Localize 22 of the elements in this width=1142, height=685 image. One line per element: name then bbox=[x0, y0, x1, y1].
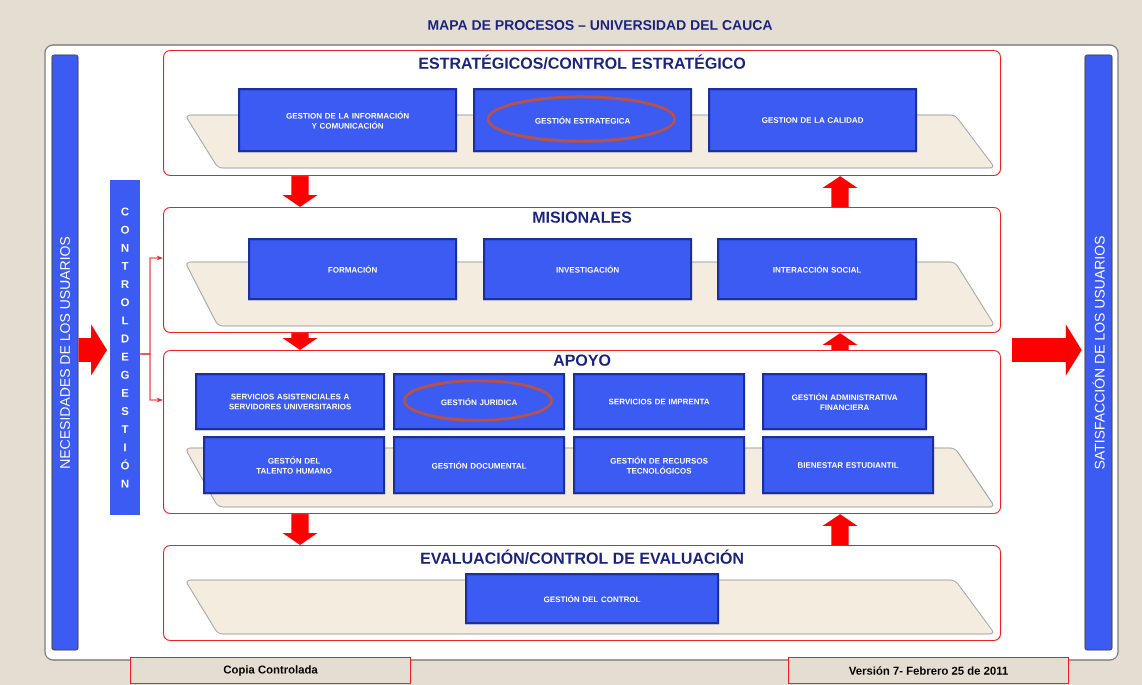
process-box: SERVICIOS ASISTENCIALES A SERVIDORES UNIVERSITARIOS bbox=[195, 373, 386, 431]
side-bar: SATISFACCIÓN DE LOS USUARIOS bbox=[1084, 54, 1113, 651]
control-column: C O N T R O L D E G E S T I Ó N bbox=[110, 180, 140, 515]
process-box: FORMACIÓN bbox=[248, 238, 458, 301]
process-box: INTERACCIÓN SOCIAL bbox=[717, 238, 918, 301]
process-box: GESTION DE LA CALIDAD bbox=[708, 88, 918, 153]
process-box: GESTIÓN JURIDICA bbox=[393, 373, 566, 431]
process-box: INVESTIGACIÓN bbox=[483, 238, 693, 301]
process-box: GESTÓN DEL TALENTO HUMANO bbox=[203, 436, 386, 495]
process-box: GESTIÓN DE RECURSOS TECNOLÓGICOS bbox=[573, 436, 746, 495]
footer-box: Copia Controlada bbox=[130, 657, 412, 685]
process-box: GESTIÓN ADMINISTRATIVA FINANCIERA bbox=[762, 373, 928, 431]
process-box: GESTIÓN DEL CONTROL bbox=[465, 573, 720, 625]
process-box: GESTIÓN ESTRATEGICA bbox=[473, 88, 693, 153]
title: MAPA DE PROCESOS – UNIVERSIDAD DEL CAUCA bbox=[428, 20, 773, 30]
side-bar: NECESIDADES DE LOS USUARIOS bbox=[51, 54, 79, 651]
footer-box: Versión 7- Febrero 25 de 2011 bbox=[788, 657, 1070, 685]
process-box: SERVICIOS DE IMPRENTA bbox=[573, 373, 746, 431]
process-box: GESTIÓN DOCUMENTAL bbox=[393, 436, 566, 495]
process-box: BIENESTAR ESTUDIANTIL bbox=[762, 436, 935, 495]
node-label: Versión 7- Febrero 25 de 2011 bbox=[848, 666, 1008, 675]
process-box: GESTION DE LA INFORMACIÓN Y COMUNICACIÓN bbox=[238, 88, 458, 153]
